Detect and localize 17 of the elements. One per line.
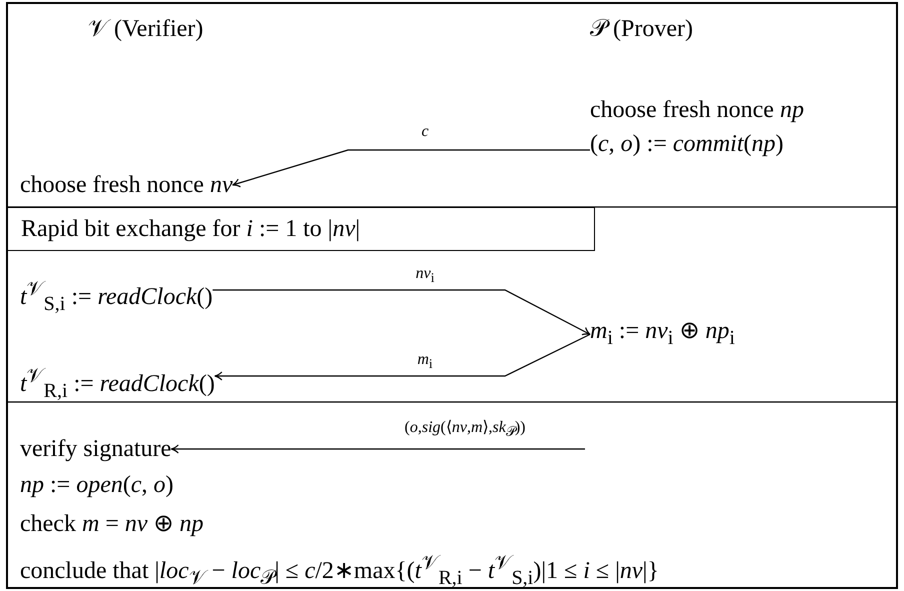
participant-label: 𝒱 (Verifier) — [88, 15, 204, 44]
message-label: nv$_{i}$ — [416, 264, 434, 288]
statement-text: t$^{𝒱}$$_{R,i}$ := readClock() — [20, 364, 215, 404]
statement-text: conclude that |loc$_{𝒱}$ − loc$_{𝒫}$| ≤ c/2∗max{(t$^{𝒱}$$_{R,i}$ − t$^{𝒱}$$_{S,i}$)|1 ≤ i ≤ |nv|} — [20, 551, 659, 591]
statement-text: choose fresh nonce np — [590, 96, 804, 125]
statement-text: choose fresh nonce nv — [20, 171, 233, 200]
statement-text: check m = nv ⊕ np — [20, 510, 204, 539]
message-label: (o,sig(⟨nv,m⟩,sk$_{𝒫}$)) — [404, 418, 526, 442]
statement-text: m$_{i}$ := nv$_{i}$ ⊕ np$_{i}$ — [590, 317, 735, 351]
statement-text: verify signature — [20, 435, 172, 464]
statement-text: t$^{𝒱}$$_{S,i}$ := readClock() — [20, 277, 213, 317]
statement-text: (c, o) := commit(np) — [590, 130, 785, 159]
participant-label: 𝒫 (Prover) — [590, 15, 693, 44]
message-label: c — [421, 122, 429, 142]
loop-header: Rapid bit exchange for i := 1 to |nv| — [7, 207, 595, 251]
statement-text: np := open(c, o) — [20, 471, 174, 500]
message-label: m$_{i}$ — [417, 350, 433, 374]
